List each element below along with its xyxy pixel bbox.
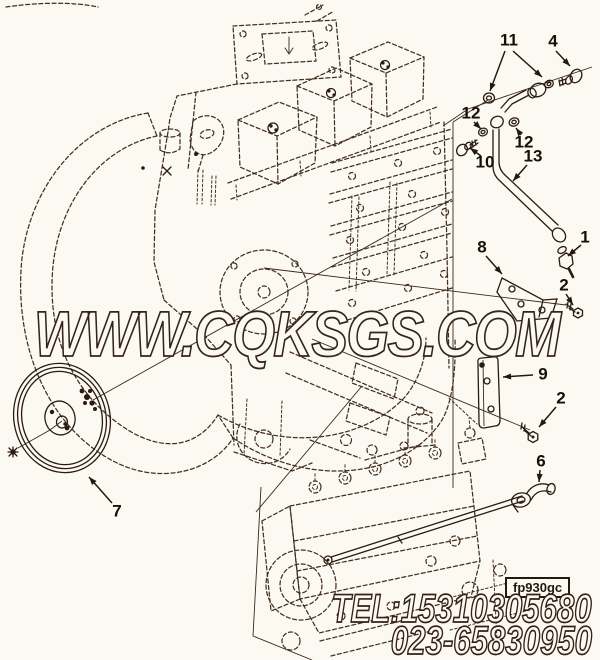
bolt-2-upper (565, 301, 584, 319)
long-supply-tube (330, 495, 524, 563)
callout-1: 1 (580, 227, 590, 247)
washer-11b (544, 79, 554, 89)
oil-line-assembly (323, 66, 593, 565)
callout-arrows (88, 50, 582, 504)
bolt-4 (558, 68, 583, 87)
washer-12a (477, 127, 489, 137)
callout-9: 9 (538, 364, 548, 384)
connector-fitting-1 (557, 245, 575, 279)
callout-13: 13 (523, 146, 543, 166)
upper-engine-outline (141, 3, 453, 472)
mounting-plane-lines (252, 99, 489, 660)
bolt-10 (456, 139, 479, 157)
callout-8: 8 (477, 237, 487, 257)
callout-11: 11 (500, 30, 518, 50)
callout-10: 10 (475, 152, 495, 172)
assembly-centerline (442, 66, 593, 127)
oil-tube (500, 89, 530, 113)
callout-2: 2 (556, 388, 566, 408)
belt-splice-marks (79, 388, 97, 411)
crankshaft-pulley (7, 362, 112, 474)
watermark: WWW.CQKSGS.COM (33, 298, 561, 370)
elbow-fitting-6 (510, 482, 556, 513)
washer-11a (482, 92, 496, 104)
callout-12: 12 (461, 103, 481, 123)
bolt-2-lower (520, 422, 539, 444)
lower-engine-outline (261, 406, 531, 657)
bracket-8 (496, 277, 558, 322)
tube-nut (551, 227, 567, 243)
phone-number-line2: 023-65830950 (390, 619, 593, 660)
callout-12: 12 (514, 132, 534, 152)
bracket-9 (477, 356, 501, 429)
phone-number-line1: TEL:15310305680 (331, 587, 593, 631)
figure-code-badge: fp930gc (505, 577, 571, 598)
leader-lines (92, 198, 567, 431)
pulley-bolt (7, 446, 19, 458)
callout-7: 7 (112, 501, 122, 521)
belt-guard (5, 2, 456, 475)
callout-2: 2 (559, 275, 569, 295)
washer-12b (508, 117, 520, 127)
callout-4: 4 (548, 31, 558, 51)
callout-6: 6 (536, 451, 546, 471)
